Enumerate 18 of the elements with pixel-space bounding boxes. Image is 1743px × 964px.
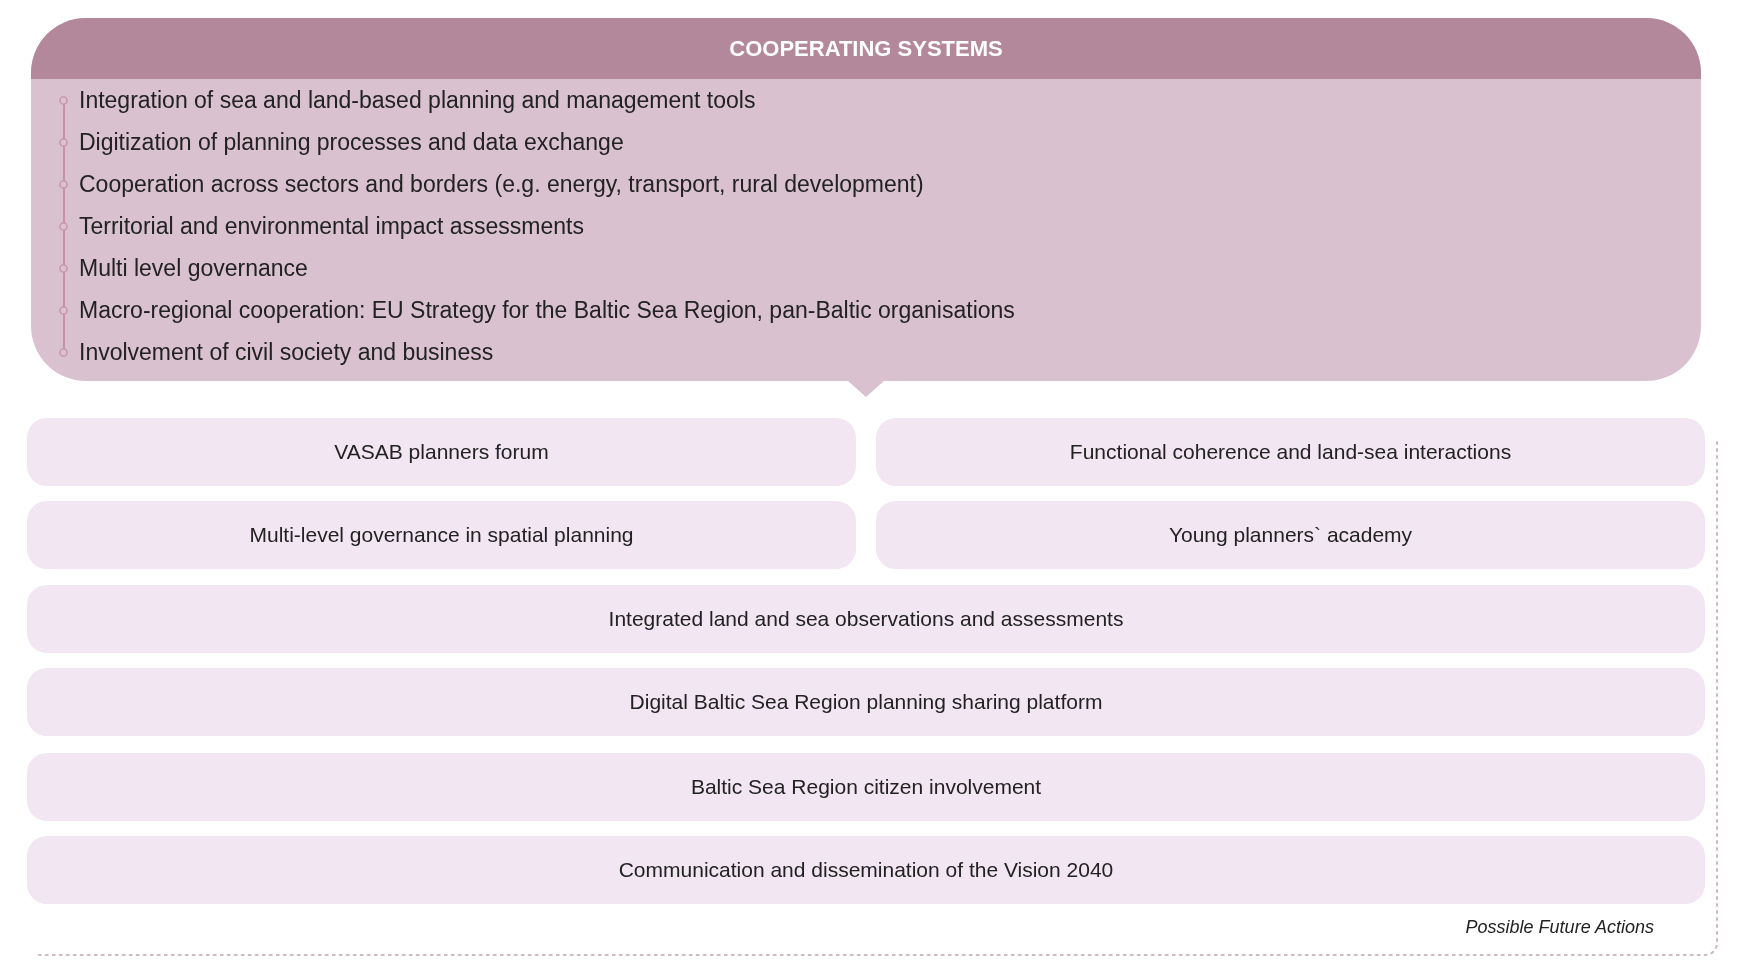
action-box: Baltic Sea Region citizen involvement [27, 753, 1705, 821]
group-caption: Possible Future Actions [1465, 917, 1654, 938]
list-item-text: Integration of sea and land-based planning and management tools [79, 86, 756, 114]
action-box: Young planners` academy [876, 501, 1705, 569]
action-box: Functional coherence and land-sea interactions [876, 418, 1705, 486]
action-box: Integrated land and sea observations and assessments [27, 585, 1705, 653]
list-item-text: Territorial and environmental impact assessments [79, 212, 584, 240]
list-item-text: Cooperation across sectors and borders (e.g. energy, transport, rural development) [79, 170, 924, 198]
action-box: VASAB planners forum [27, 418, 856, 486]
panel-header: COOPERATING SYSTEMS [31, 18, 1701, 79]
list-item-text: Multi level governance [79, 254, 308, 282]
list-item-text: Involvement of civil society and business [79, 338, 494, 366]
callout-panel [31, 18, 1701, 397]
action-box: Communication and dissemination of the Vision 2040 [27, 836, 1705, 904]
list-item-text: Macro-regional cooperation: EU Strategy for the Baltic Sea Region, pan-Baltic organisations [79, 296, 1015, 324]
action-box: Multi-level governance in spatial planning [27, 501, 856, 569]
list-item-text: Digitization of planning processes and data exchange [79, 128, 624, 156]
action-box: Digital Baltic Sea Region planning sharing platform [27, 668, 1705, 736]
